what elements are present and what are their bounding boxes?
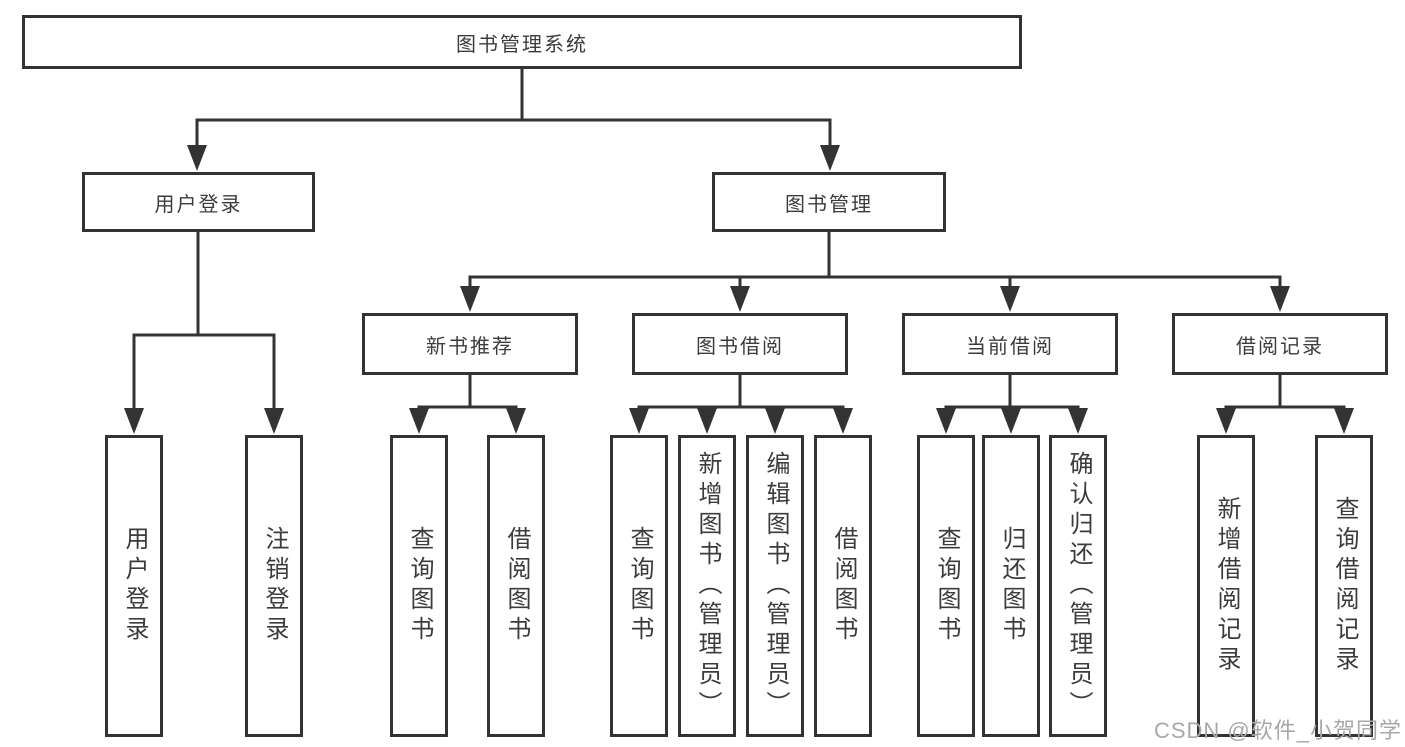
leaf-return-books: 归还图书 (982, 435, 1040, 737)
leaf-query-borrow-record: 查询借阅记录 (1315, 435, 1373, 737)
leaf-query-books-borrow: 查询图书 (610, 435, 668, 737)
leaf-user-login: 用户登录 (105, 435, 163, 737)
leaf-edit-books-admin: 编辑图书（管理员） (746, 435, 804, 737)
leaf-query-books-current: 查询图书 (917, 435, 975, 737)
node-root: 图书管理系统 (22, 15, 1022, 69)
leaf-query-books-recommend: 查询图书 (390, 435, 448, 737)
node-new-book-recommend: 新书推荐 (362, 313, 578, 375)
leaf-borrow-books: 借阅图书 (814, 435, 872, 737)
node-book-management: 图书管理 (712, 172, 946, 232)
node-borrow-records: 借阅记录 (1172, 313, 1388, 375)
leaf-logout: 注销登录 (245, 435, 303, 737)
node-current-borrow: 当前借阅 (902, 313, 1118, 375)
leaf-confirm-return-admin: 确认归还（管理员） (1049, 435, 1107, 737)
leaf-add-borrow-record: 新增借阅记录 (1197, 435, 1255, 737)
csdn-watermark: CSDN @软件_小贺同学 (1153, 718, 1402, 743)
leaf-borrow-books-recommend: 借阅图书 (487, 435, 545, 737)
leaf-add-books-admin: 新增图书（管理员） (678, 435, 736, 737)
node-user-login: 用户登录 (82, 172, 315, 232)
node-book-borrow: 图书借阅 (632, 313, 848, 375)
